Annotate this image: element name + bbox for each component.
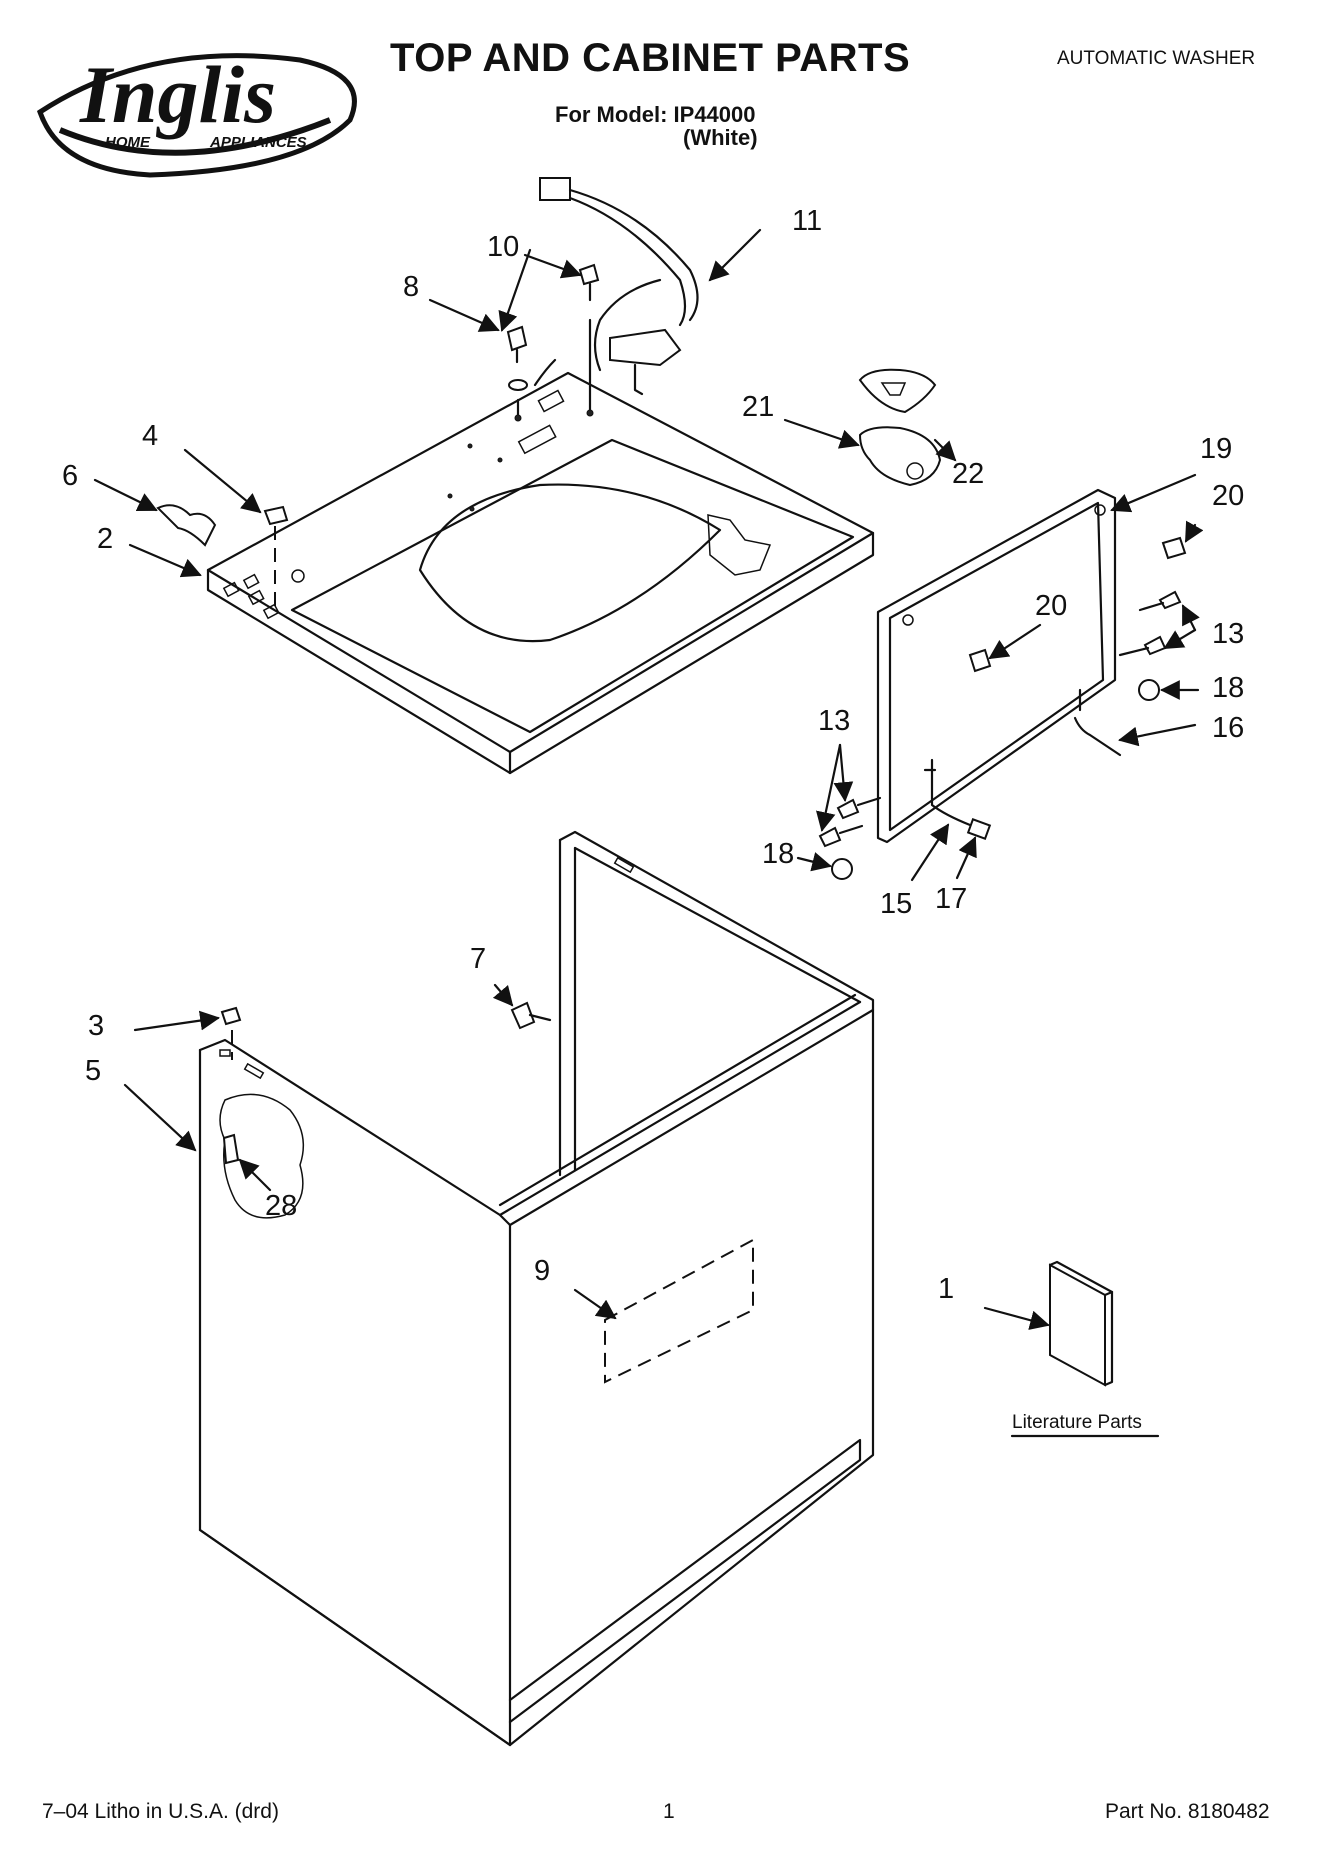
callout-20-center: 20 [1035,590,1067,622]
callout-8: 8 [403,271,419,303]
clip-part-3 [220,1006,242,1060]
model-line: For Model: IP44000 [555,102,756,127]
callout-22: 22 [952,458,984,490]
bumper-part-20b [968,648,992,673]
callout-21: 21 [742,391,774,423]
dispenser-part-21 [858,426,942,487]
screw-part-13a [1118,590,1182,657]
screw-part-7 [510,1001,552,1030]
callout-17: 17 [935,883,967,915]
brand-name: Inglis [79,49,276,140]
callout-16: 16 [1212,712,1244,744]
callout-1: 1 [938,1273,954,1305]
dispenser-part-22 [858,368,937,414]
literature-booklet [1010,1260,1160,1438]
label-part-9 [604,1238,754,1384]
literature-parts-label: Literature Parts [1012,1412,1142,1433]
brand-tagline-left: HOME [105,134,151,151]
footer-litho: 7–04 Litho in U.S.A. (drd) [42,1800,279,1823]
callout-18-right: 18 [1212,672,1244,704]
clip-part-6 [156,504,217,547]
callout-13-right: 13 [1212,618,1244,650]
callout-7: 7 [470,943,486,975]
callout-18-left: 18 [762,838,794,870]
clip-part-4 [263,505,289,610]
footer-part-number: Part No. 8180482 [1105,1800,1270,1823]
screw-part-10 [578,263,600,417]
lid-assembly [876,488,1122,844]
callout-11: 11 [792,205,822,237]
lid-switch-harness [533,177,699,396]
screw-part-13b [818,796,882,848]
cabinet [198,830,875,1747]
brand-tagline-right: APPLIANCES [209,134,307,151]
callout-28: 28 [265,1190,297,1222]
footer-page-number: 1 [663,1800,675,1823]
callout-3: 3 [88,1010,104,1042]
callout-20-top: 20 [1212,480,1244,512]
product-type: AUTOMATIC WASHER [1057,48,1256,69]
callout-5: 5 [85,1055,101,1087]
callout-10: 10 [487,231,519,263]
callout-4: 4 [142,420,158,452]
callout-13-left: 13 [818,705,850,737]
callout-9: 9 [534,1255,550,1287]
page-title: TOP AND CABINET PARTS [390,36,911,80]
callout-6: 6 [62,460,78,492]
bumper-part-20a [1161,536,1187,560]
model-color: (White) [683,125,758,150]
callout-leaders [93,228,1204,1330]
bushing-part-18a [1138,679,1160,701]
callout-2: 2 [97,523,113,555]
callout-19: 19 [1200,433,1232,465]
bushing-part-18b [831,858,853,880]
top-panel [206,371,875,775]
brand-logo: Inglis HOME APPLIANCES [37,49,357,178]
screw-part-8 [506,325,528,422]
callout-15: 15 [880,888,912,920]
